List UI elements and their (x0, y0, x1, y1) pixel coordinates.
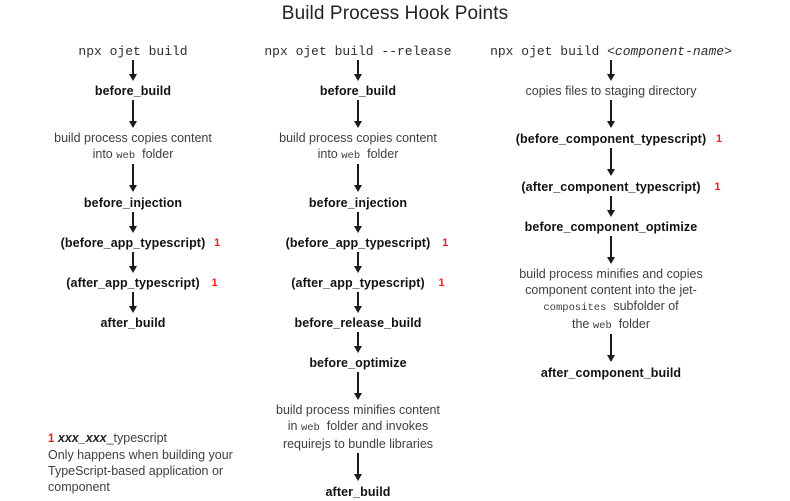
node-copies-staging: copies files to staging directory (525, 84, 697, 98)
mono-web: web (116, 150, 136, 162)
node-before-component-optimize: before_component_optimize (524, 220, 698, 234)
footnote-marker: 1 (48, 433, 55, 445)
column-release-build: npx ojet build --release before_build bu… (243, 44, 473, 501)
arrow-down-icon (243, 252, 473, 274)
node-text: (after_component_typescript) (521, 180, 701, 194)
arrow-down-icon (482, 60, 740, 82)
arrow-down-icon (243, 164, 473, 194)
arrow-down-icon (18, 212, 248, 234)
column-header-text: npx ojet build (78, 44, 188, 59)
node-after-build: after_build (325, 485, 391, 499)
node-after-build: after_build (100, 316, 166, 330)
node-before-build: before_build (94, 84, 172, 98)
column-standard-build: npx ojet build before_build build proces… (18, 44, 248, 332)
node-before-component-typescript: (before_component_typescript) 1 (482, 130, 740, 148)
arrow-down-icon (243, 100, 473, 130)
mono-web: web (300, 422, 320, 434)
node-after-app-typescript: (after_app_typescript) 1 (18, 274, 248, 292)
node-after-app-typescript: (after_app_typescript) 1 (243, 274, 473, 292)
arrow-down-icon (243, 212, 473, 234)
arrow-down-icon (18, 60, 248, 82)
footnote-marker: 1 (442, 237, 449, 249)
node-text: (before_app_typescript) (60, 236, 206, 250)
column-header-text: npx ojet build --release (264, 44, 452, 59)
node-before-optimize: before_optimize (309, 356, 407, 370)
node-before-injection: before_injection (83, 196, 183, 210)
node-text: (before_component_typescript) (515, 132, 707, 146)
footnote-marker: 1 (214, 237, 221, 249)
footnote: 1 xxx_xxx_typescript Only happens when b… (48, 430, 263, 495)
node-before-app-typescript: (before_app_typescript) 1 (18, 234, 248, 252)
mono-composites: composites (543, 302, 607, 314)
column-component-build: npx ojet build <component-name> copies f… (482, 44, 740, 382)
node-before-injection: before_injection (308, 196, 408, 210)
arrow-down-icon (243, 60, 473, 82)
footnote-marker: 1 (211, 277, 218, 289)
arrow-down-icon (243, 453, 473, 483)
node-before-app-typescript: (before_app_typescript) 1 (243, 234, 473, 252)
arrow-down-icon (243, 332, 473, 354)
node-before-build: before_build (319, 84, 397, 98)
node-text: (before_app_typescript) (285, 236, 431, 250)
column-header-arg: <component-name> (607, 44, 732, 59)
arrow-down-icon (18, 100, 248, 130)
arrow-down-icon (18, 164, 248, 194)
arrow-down-icon (482, 148, 740, 178)
arrow-down-icon (482, 100, 740, 130)
arrow-down-icon (18, 292, 248, 314)
footnote-marker: 1 (438, 277, 445, 289)
footnote-suffix: _typescript (106, 431, 168, 445)
column-header-release-build: npx ojet build --release (243, 44, 473, 60)
column-header-component-build: npx ojet build <component-name> (482, 44, 740, 60)
node-before-release-build: before_release_build (294, 316, 422, 330)
node-after-component-build: after_component_build (540, 366, 682, 380)
footnote-marker: 1 (716, 133, 723, 145)
arrow-down-icon (18, 252, 248, 274)
arrow-down-icon (243, 292, 473, 314)
node-after-component-typescript: (after_component_typescript) 1 (482, 178, 740, 196)
column-header-text: npx ojet build (490, 44, 608, 59)
footnote-marker: 1 (714, 181, 721, 193)
mono-web: web (592, 320, 612, 332)
footnote-variable: xxx_xxx (57, 431, 107, 445)
node-text: (after_app_typescript) (66, 276, 200, 290)
arrow-down-icon (482, 334, 740, 364)
column-header-standard-build: npx ojet build (18, 44, 248, 60)
mono-web: web (341, 150, 361, 162)
arrow-down-icon (482, 236, 740, 266)
footnote-body: Only happens when building your TypeScri… (48, 448, 233, 494)
page-title: Build Process Hook Points (281, 3, 509, 24)
arrow-down-icon (482, 196, 740, 218)
node-text: (after_app_typescript) (291, 276, 425, 290)
arrow-down-icon (243, 372, 473, 402)
